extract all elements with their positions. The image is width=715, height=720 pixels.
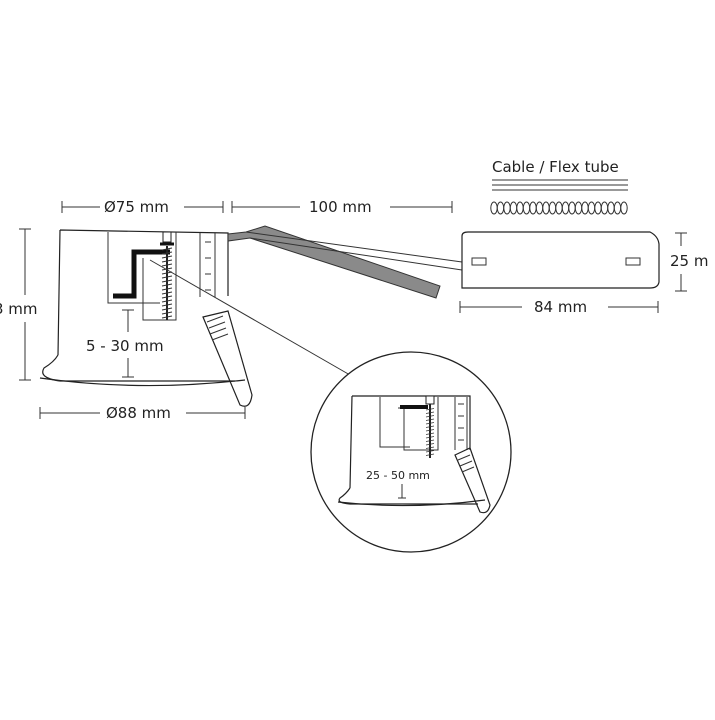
box-length-label: 84 mm <box>534 298 587 316</box>
screw-thread-line <box>161 259 173 263</box>
flex-tube-coil <box>548 201 557 215</box>
detail-thread-line <box>425 436 435 439</box>
screw-thread-line <box>161 255 173 259</box>
screw-thread-line <box>161 295 173 299</box>
flex-tube-coil <box>490 201 498 215</box>
flex-tube-symbol <box>490 201 628 215</box>
flex-tube-coil <box>600 201 609 215</box>
flex-tube-coil <box>568 201 576 215</box>
dimension-box-length: 84 mm <box>459 298 659 316</box>
top-diameter-label: Ø75 mm <box>104 198 169 216</box>
flex-tube-coil <box>503 201 511 215</box>
screw-thread-line <box>161 287 173 291</box>
detail-thread-line <box>425 411 435 414</box>
flex-tube-coil <box>574 201 583 215</box>
detail-leader-line <box>149 259 351 376</box>
screw-thread-line <box>161 299 173 303</box>
dimension-left-height: 3 mm <box>0 228 38 381</box>
driver-box <box>461 231 660 289</box>
screw-thread-line <box>161 279 173 283</box>
driver-slot-left <box>471 257 487 266</box>
driver-slot-right <box>625 257 641 266</box>
detail-view: 25 - 50 mm <box>310 351 512 553</box>
screw <box>160 231 174 320</box>
cable-legend: Cable / Flex tube <box>490 158 628 215</box>
connection-cable <box>227 225 463 299</box>
flex-tube-coil <box>613 201 622 215</box>
cable-length-label: 100 mm <box>309 198 372 216</box>
screw-thread-line <box>161 247 173 251</box>
dimension-box-height: 25 m <box>670 232 708 292</box>
fixture-housing <box>39 229 253 407</box>
screw-thread-line <box>161 303 173 307</box>
box-height-label: 25 m <box>670 252 708 270</box>
detail-range-label: 25 - 50 mm <box>366 469 430 482</box>
dimension-ceiling-range: 5 - 30 mm <box>86 309 164 378</box>
detail-circle <box>310 351 512 553</box>
screw-thread-line <box>161 271 173 275</box>
spring-arm <box>202 310 253 407</box>
ceiling-range-label: 5 - 30 mm <box>86 337 164 355</box>
detail-thread-line <box>425 439 435 442</box>
detail-thread-line <box>425 422 435 425</box>
flex-tube-coil <box>522 201 531 215</box>
flex-tube-coil <box>607 201 615 215</box>
screw-thread-line <box>161 307 173 311</box>
detail-thread-line <box>425 450 435 453</box>
detail-thread-line <box>425 425 435 428</box>
detail-thread-line <box>425 443 435 446</box>
flex-tube-coil <box>581 201 589 215</box>
flex-tube-coil <box>620 201 628 215</box>
flex-tube-coil <box>509 201 518 215</box>
flex-tube-coil <box>555 201 563 215</box>
detail-thread-line <box>425 453 435 456</box>
flex-tube-coil <box>529 201 537 215</box>
flex-tube-coil <box>594 201 602 215</box>
detail-thread-line <box>425 429 435 432</box>
flex-tube-coil <box>587 201 596 215</box>
detail-thread-line <box>425 432 435 435</box>
bottom-diameter-label: Ø88 mm <box>106 404 171 422</box>
screw-thread-line <box>161 315 173 319</box>
screw-thread-line <box>161 311 173 315</box>
dimension-bottom-diameter: Ø88 mm <box>39 404 246 422</box>
screw-thread-line <box>161 283 173 287</box>
left-height-label: 3 mm <box>0 300 38 318</box>
cable-flex-tube-label: Cable / Flex tube <box>492 158 619 176</box>
screw-thread-line <box>161 291 173 295</box>
detail-thread-line <box>425 418 435 421</box>
flex-tube-coil <box>516 201 524 215</box>
detail-thread-line <box>425 408 435 411</box>
flex-tube-coil <box>542 201 550 215</box>
dimension-top-diameter: Ø75 mm <box>61 198 224 216</box>
screw-thread-line <box>161 275 173 279</box>
dimension-cable-length: 100 mm <box>231 198 453 216</box>
screw-thread-line <box>161 251 173 255</box>
flex-tube-coil <box>535 201 544 215</box>
flex-tube-coil <box>561 201 570 215</box>
screw-thread-line <box>161 263 173 267</box>
detail-thread-line <box>425 446 435 449</box>
detail-thread-line <box>425 415 435 418</box>
screw-thread-line <box>161 267 173 271</box>
flex-tube-coil <box>496 201 505 215</box>
